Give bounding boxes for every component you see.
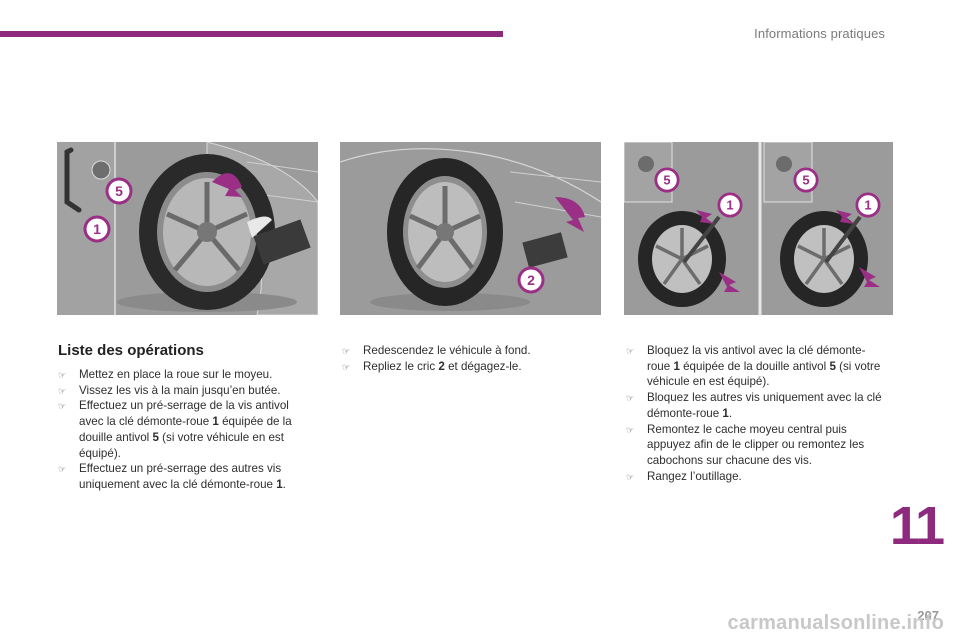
operations-column-2: ☞Redescendez le véhicule à fond. ☞Replie… [342, 343, 597, 374]
page-number: 207 [917, 608, 939, 623]
list-item: ☞Repliez le cric 2 et dégagez-le. [342, 359, 597, 375]
badge-socket-5: 5 [793, 167, 819, 193]
bullet-icon: ☞ [58, 370, 67, 380]
list-item: ☞Effectuez un pré-serrage de la vis anti… [58, 399, 292, 460]
badge-jack-2: 2 [517, 266, 545, 294]
badge-wrench-1: 1 [855, 192, 881, 218]
badge-wrench-1: 1 [717, 192, 743, 218]
list-item: ☞Rangez l’outillage. [626, 469, 888, 485]
list-item: ☞Effectuez un pré-serrage des autres vis… [58, 462, 286, 491]
badge-wrench-1: 1 [83, 215, 111, 243]
badge-socket-5: 5 [105, 177, 133, 205]
badge-label: 5 [802, 173, 809, 188]
list-item: ☞Mettez en place la roue sur le moyeu. [58, 367, 313, 383]
list-item: ☞Bloquez les autres vis uniquement avec … [626, 391, 882, 420]
list-item: ☞Remontez le cache moyeu central puis ap… [626, 422, 865, 467]
watermark: carmanualsonline.info [727, 612, 944, 634]
badge-label: 5 [115, 183, 123, 199]
badge-label: 1 [726, 198, 733, 213]
bullet-icon: ☞ [626, 346, 635, 356]
badge-label: 1 [93, 221, 101, 237]
list-item: ☞Vissez les vis à la main jusqu’en butée… [58, 383, 313, 399]
list-item: ☞Bloquez la vis antivol avec la clé démo… [626, 344, 881, 389]
operations-column-3: ☞Bloquez la vis antivol avec la clé démo… [626, 343, 888, 484]
badge-label: 2 [527, 272, 535, 288]
bullet-icon: ☞ [342, 361, 351, 372]
illustration-lower-vehicle [340, 142, 601, 315]
badge-label: 1 [864, 198, 871, 213]
bullet-icon: ☞ [626, 393, 635, 404]
bullet-icon: ☞ [58, 401, 67, 412]
badge-socket-5: 5 [654, 167, 680, 193]
bullet-icon: ☞ [58, 385, 67, 396]
bullet-icon: ☞ [342, 346, 351, 356]
list-item: ☞Redescendez le véhicule à fond. [342, 343, 597, 359]
section-title: Liste des opérations [58, 342, 204, 359]
bullet-icon: ☞ [626, 471, 635, 482]
page-header-title: Informations pratiques [754, 26, 885, 41]
operations-column-1: ☞Mettez en place la roue sur le moyeu. ☞… [58, 367, 313, 493]
chapter-number: 11 [889, 496, 945, 556]
header-accent-bar [0, 31, 503, 37]
badge-label: 5 [663, 173, 670, 188]
bullet-icon: ☞ [58, 464, 67, 475]
bullet-icon: ☞ [626, 424, 635, 435]
